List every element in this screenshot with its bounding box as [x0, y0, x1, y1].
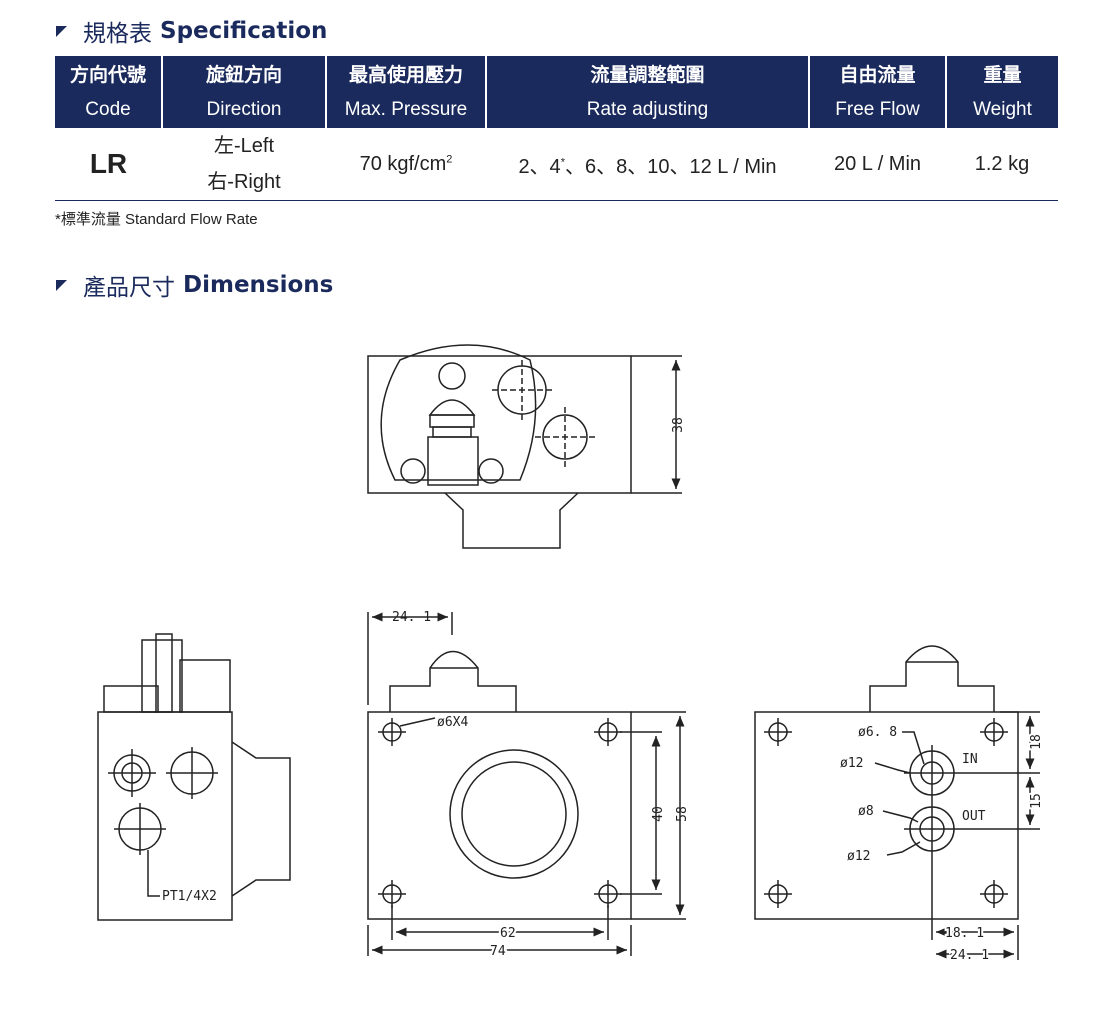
cell-free-flow: 20 L / Min [809, 128, 946, 201]
dim-heading-en: Dimensions [183, 272, 334, 298]
dim-24-1-top-label: 24. 1 [392, 610, 431, 625]
out-port-label: OUT [962, 809, 986, 824]
cell-direction: 左-Left 右-Right [162, 128, 326, 201]
dim-6-8-label: ø6. 8 [858, 725, 897, 740]
dim-62-label: 62 [500, 926, 516, 941]
dim-heading-zh: 產品尺寸 [83, 275, 175, 301]
dimensions-section-heading: 產品尺寸 Dimensions [56, 268, 333, 302]
cell-pressure: 70 kgf/cm2 [326, 128, 486, 201]
pt-thread-label: PT1/4X2 [162, 889, 217, 904]
dim-18-label: 18 [1029, 734, 1044, 750]
spec-heading-en: Specification [160, 18, 328, 44]
dim-12-out-label: ø12 [847, 849, 870, 864]
cell-code: LR [55, 128, 162, 201]
dim-38-label: 38 [671, 417, 686, 433]
dim-24-1-label: 24. 1 [950, 948, 989, 963]
port-mounting-holes [764, 718, 1008, 908]
table-row: LR 左-Left 右-Right 70 kgf/cm2 2、4*、6、8、10… [55, 128, 1058, 201]
dim-58-label: 58 [675, 806, 690, 822]
hole-6x4-label: ø6X4 [437, 715, 468, 730]
dim-18-1-label: 18. 1 [945, 926, 984, 941]
dim-12-in-label: ø12 [840, 756, 863, 771]
spec-heading-zh: 規格表 [83, 21, 152, 47]
dim-74-label: 74 [490, 944, 506, 959]
cell-rate: 2、4*、6、8、10、12 L / Min [486, 128, 809, 201]
dim-8-label: ø8 [858, 804, 874, 819]
dim-15-label: 15 [1029, 793, 1044, 809]
in-port-label: IN [962, 752, 978, 767]
mounting-holes [378, 718, 622, 908]
triangle-bullet-icon [56, 279, 67, 291]
side-view-drawing [97, 633, 291, 921]
cell-weight: 1.2 kg [946, 128, 1058, 201]
dim-40-label: 40 [651, 806, 666, 822]
spec-section-heading: 規格表 Specification [56, 14, 327, 48]
front-view-drawing [367, 612, 686, 956]
top-view-drawing [367, 344, 682, 549]
footnote: *標準流量 Standard Flow Rate [55, 211, 258, 228]
triangle-bullet-icon [56, 25, 67, 37]
port-view-drawing [754, 645, 1040, 960]
